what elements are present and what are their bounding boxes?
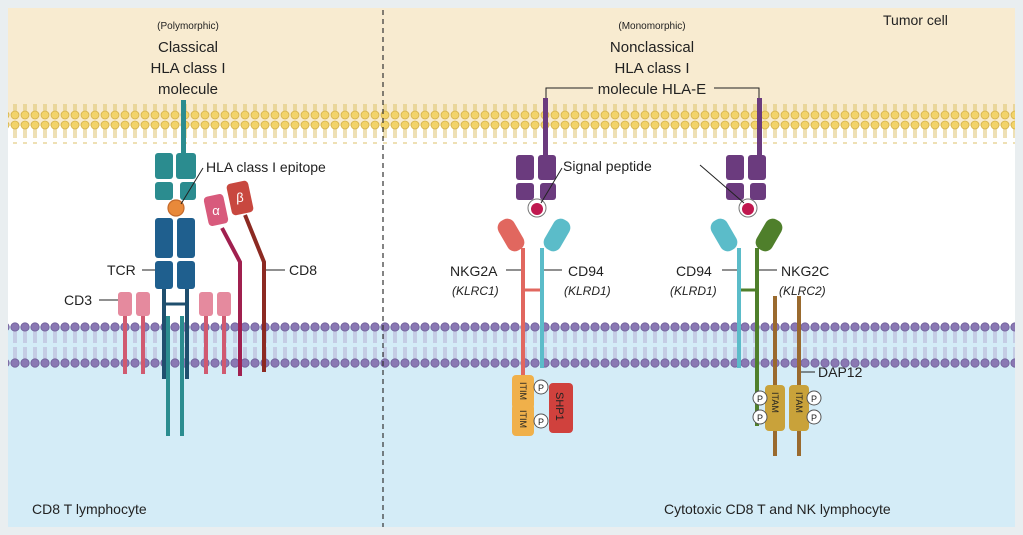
cd94-nkg2c-receptor xyxy=(710,218,822,456)
tcr-complex xyxy=(155,218,195,436)
itim-label-1: ITIM xyxy=(518,382,528,400)
tumor-membrane xyxy=(8,104,1015,144)
cd3-label: CD3 xyxy=(64,292,92,308)
shp1-label: SHP1 xyxy=(553,392,565,421)
classical-line3: molecule xyxy=(158,81,218,98)
hla-e-bracket-right xyxy=(714,87,760,98)
cd3-chains xyxy=(118,292,231,374)
klrc1-label: (KLRC1) xyxy=(452,284,499,298)
polymorphic-label: (Polymorphic) xyxy=(157,21,219,32)
cytotoxic-lymphocyte-label: Cytotoxic CD8 T and NK lymphocyte xyxy=(664,501,891,517)
itam-phospho-4: P xyxy=(811,413,817,423)
nonclassical-line3: molecule HLA-E xyxy=(598,81,706,98)
cd94-label-left: CD94 xyxy=(568,263,604,279)
klrd1-label-right: (KLRD1) xyxy=(670,284,717,298)
itim-phospho-1: P xyxy=(538,383,544,393)
itim-phospho-2: P xyxy=(538,417,544,427)
cd8-label: CD8 xyxy=(289,262,317,278)
itim-box-2 xyxy=(512,404,534,436)
dap12-label: DAP12 xyxy=(818,364,863,380)
classical-line1: Classical xyxy=(158,39,218,56)
nkg2a-cd94-receptor xyxy=(497,218,573,436)
classical-hla-molecule xyxy=(155,100,196,217)
cd8-beta-label: β xyxy=(236,190,243,205)
itim-box-1 xyxy=(512,375,534,409)
itam-box-1 xyxy=(765,385,785,431)
epitope-leader xyxy=(180,167,204,205)
tumor-cell-label: Tumor cell xyxy=(883,12,948,28)
nonclassical-line2: HLA class I xyxy=(614,60,689,77)
itam-label-2: ITAM xyxy=(794,392,804,413)
itam-phospho-2: P xyxy=(757,413,763,423)
hla-e-molecule-left xyxy=(516,98,556,218)
hla-e-bracket-left xyxy=(545,87,593,98)
shp1-box xyxy=(549,383,573,433)
nonclassical-hla-title: (Monomorphic) Nonclassical HLA class I m… xyxy=(598,21,706,98)
nkg2c-label: NKG2C xyxy=(781,263,829,279)
lymphocyte-membrane xyxy=(8,322,1015,368)
cd8-alpha-label: α xyxy=(212,203,220,218)
itam-phospho-1: P xyxy=(757,394,763,404)
tcr-label: TCR xyxy=(107,262,136,278)
signal-peptide-leader-right xyxy=(699,164,745,204)
cd94-label-right: CD94 xyxy=(676,263,712,279)
nkg2a-label: NKG2A xyxy=(450,263,498,279)
cd8-coreceptor xyxy=(203,180,266,376)
monomorphic-label: (Monomorphic) xyxy=(618,21,685,32)
nonclassical-line1: Nonclassical xyxy=(610,39,694,56)
epitope-label: HLA class I epitope xyxy=(206,159,326,175)
signal-peptide-label: Signal peptide xyxy=(563,158,652,174)
itam-label-1: ITAM xyxy=(770,392,780,413)
signal-peptide-leader-left xyxy=(540,167,563,204)
classical-hla-title: (Polymorphic) Classical HLA class I mole… xyxy=(150,21,225,98)
itim-label-2: ITIM xyxy=(518,410,528,428)
hla-e-molecule-right xyxy=(726,98,766,218)
epitope-peptide xyxy=(167,199,185,217)
itam-box-2 xyxy=(789,385,809,431)
klrd1-label-left: (KLRD1) xyxy=(564,284,611,298)
itam-phospho-3: P xyxy=(811,394,817,404)
cd8-t-lymphocyte-label: CD8 T lymphocyte xyxy=(32,501,147,517)
klrc2-label: (KLRC2) xyxy=(779,284,826,298)
classical-line2: HLA class I xyxy=(150,60,225,77)
